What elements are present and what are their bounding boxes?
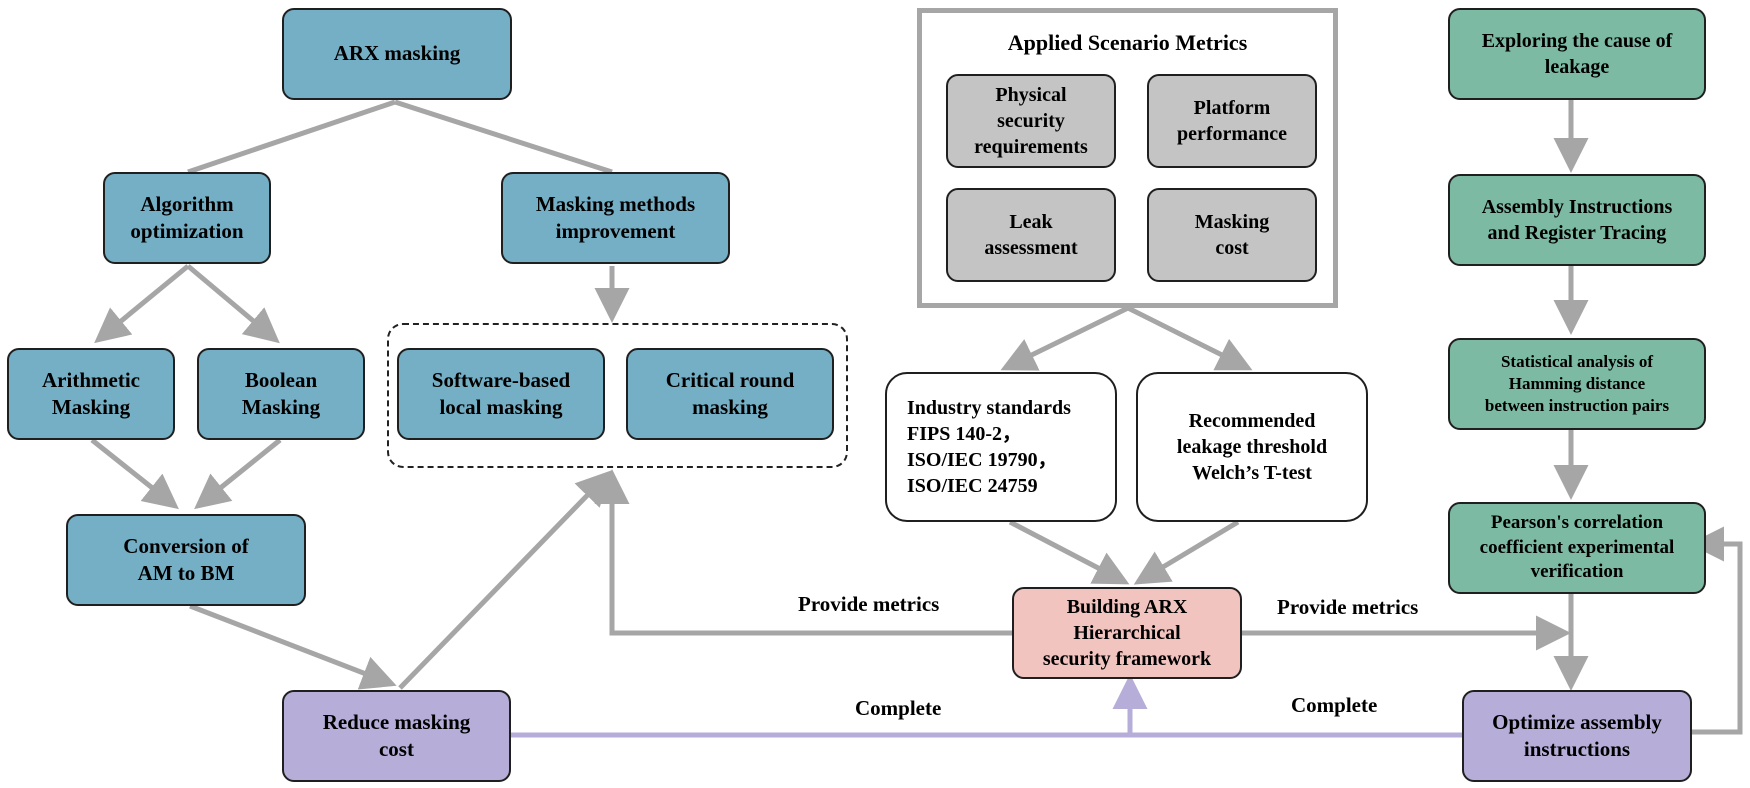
node-arx-masking: ARX masking [282, 8, 512, 100]
node-optimize-assembly: Optimize assembly instructions [1462, 690, 1692, 782]
node-reduce-masking-cost: Reduce masking cost [282, 690, 511, 782]
label-complete-left: Complete [855, 696, 942, 720]
node-pearson-verification: Pearson's correlation coefficient experi… [1448, 502, 1706, 594]
node-boolean-masking: Boolean Masking [197, 348, 365, 440]
node-software-local-masking: Software-based local masking [397, 348, 605, 440]
edge-metrics-to-threshold [1126, 305, 1253, 371]
node-leak-assessment: Leak assessment [946, 188, 1116, 282]
node-masking-cost: Masking cost [1147, 188, 1317, 282]
label-complete-right: Complete [1291, 693, 1378, 717]
node-platform-performance: Platform performance [1147, 74, 1317, 168]
edge-reduce-to-dash [398, 470, 612, 690]
node-recommended-threshold: Recommended leakage threshold Welch’s T-… [1136, 372, 1368, 522]
node-statistical-analysis: Statistical analysis of Hamming distance… [1448, 338, 1706, 430]
node-building-framework: Building ARX Hierarchical security frame… [1012, 587, 1242, 679]
edge-conversion-to-reduce [189, 603, 397, 690]
edge-arithmetic-to-conversion [90, 438, 179, 510]
node-critical-round-masking: Critical round masking [626, 348, 834, 440]
edge-boolean-to-conversion [194, 438, 282, 510]
edge-algorithm-to-arithmetic [94, 264, 190, 344]
local-masking-group [387, 323, 848, 468]
node-industry-standards: Industry standards FIPS 140-2， ISO/IEC 1… [885, 372, 1117, 522]
metrics-title: Applied Scenario Metrics [1007, 30, 1248, 55]
edge-optimize-feedback [1689, 526, 1743, 735]
node-exploring-cause: Exploring the cause of leakage [1448, 8, 1706, 100]
node-masking-methods-improvement: Masking methods improvement [501, 172, 730, 264]
node-physical-security: Physical security requirements [946, 74, 1116, 168]
label-provide-metrics-left: Provide metrics [798, 592, 940, 616]
label-provide-metrics-right: Provide metrics [1277, 595, 1419, 619]
edge-algorithm-to-boolean [186, 264, 280, 344]
edge-arx-to-methods [394, 99, 613, 175]
node-assembly-tracing: Assembly Instructions and Register Traci… [1448, 174, 1706, 266]
edge-metrics-to-industry [1000, 305, 1130, 371]
edge-arx-to-algorithm [187, 99, 396, 175]
edge-provide-metrics-left [594, 469, 1012, 636]
node-conversion-am-bm: Conversion of AM to BM [66, 514, 306, 606]
edge-industry-to-building [1008, 519, 1130, 585]
node-algorithm-optimization: Algorithm optimization [103, 172, 271, 264]
edge-threshold-to-building [1133, 519, 1240, 585]
node-arithmetic-masking: Arithmetic Masking [7, 348, 175, 440]
